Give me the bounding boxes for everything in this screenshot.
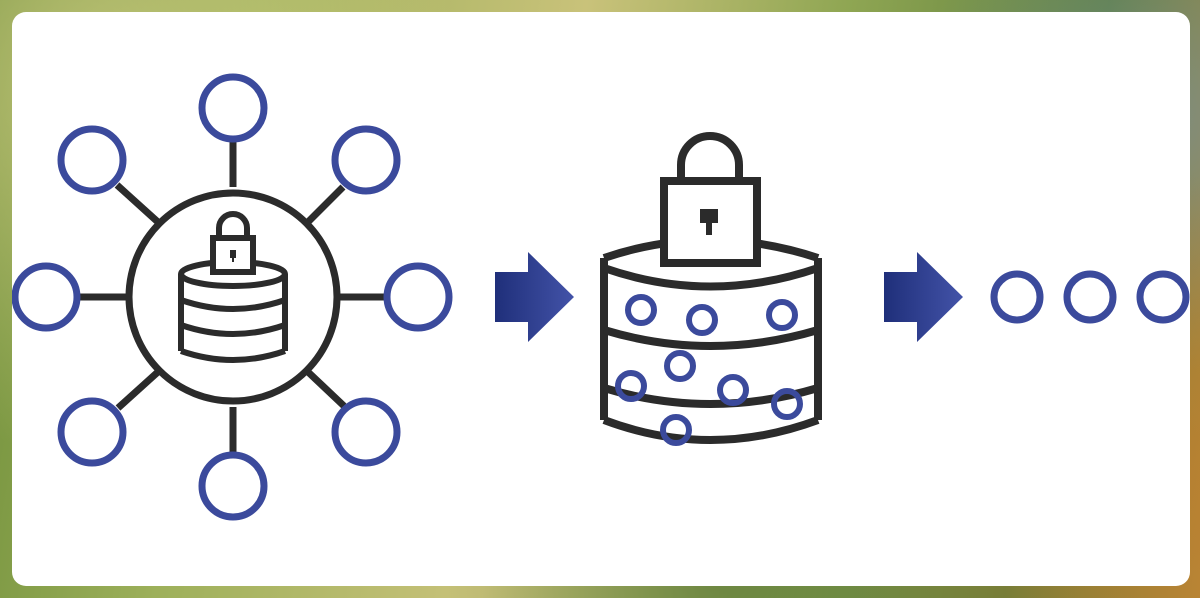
large-database-lock-icon [604, 136, 818, 440]
node-circle-right [387, 266, 449, 328]
diagram-canvas [12, 12, 1190, 586]
node-circle-top-left [61, 129, 123, 191]
small-database-lock-icon [181, 214, 285, 360]
node-circle-top [202, 77, 264, 139]
node-circle-bottom [202, 455, 264, 517]
node-circle-left [15, 266, 77, 328]
ellipsis-dots-icon [994, 274, 1186, 320]
arrow-right-icon [884, 252, 963, 342]
diagram-card [12, 12, 1190, 586]
hub-circle [129, 193, 337, 401]
database-data-points [618, 297, 800, 443]
arrow-right-icon [495, 252, 574, 342]
node-circle-bottom-left [61, 401, 123, 463]
node-circle-top-right [335, 129, 397, 191]
node-circle-bottom-right [335, 401, 397, 463]
network-hub-icon [80, 140, 385, 452]
